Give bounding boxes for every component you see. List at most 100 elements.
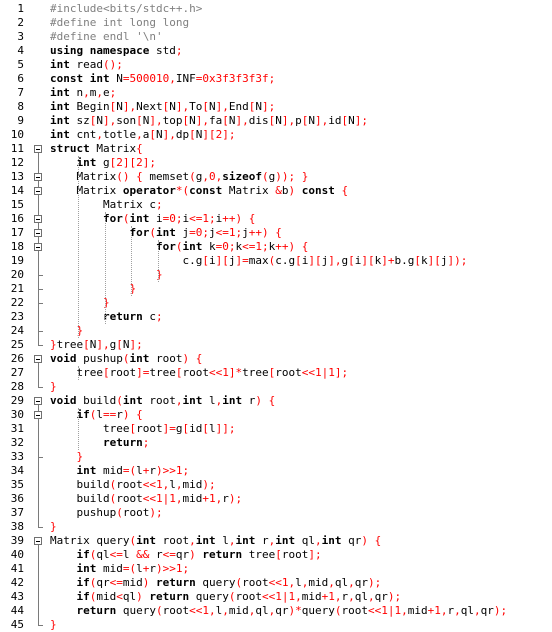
- code-line[interactable]: if(l==r) {: [76, 408, 143, 421]
- code-line[interactable]: using namespace std;: [50, 44, 183, 57]
- code-line[interactable]: Matrix c;: [50, 198, 163, 211]
- line-number: 1: [17, 2, 24, 15]
- code-line[interactable]: return query(root<<1,l,mid,ql,qr)*query(…: [76, 604, 508, 617]
- fold-end-tick: [38, 527, 43, 528]
- code-line[interactable]: int cnt,totle,a[N],dp[N][2];: [50, 128, 236, 141]
- line-number: 41: [10, 562, 24, 575]
- code-line[interactable]: for(int k=0;k<=1;k++) {: [155, 240, 309, 253]
- code-line[interactable]: }: [155, 268, 163, 281]
- indent-guide: [104, 212, 106, 324]
- line-number: 14: [10, 184, 24, 197]
- code-line[interactable]: for(int j=0;j<=1;j++) {: [129, 226, 282, 239]
- code-line[interactable]: int mid=(l+r)>>1;: [76, 464, 190, 477]
- code-line[interactable]: int sz[N],son[N],top[N],fa[N],dis[N],p[N…: [50, 114, 368, 127]
- line-number: 42: [10, 576, 24, 589]
- fold-toggle-icon[interactable]: [34, 355, 42, 363]
- line-number: 11: [10, 142, 24, 155]
- indent-guide: [78, 408, 80, 450]
- code-line[interactable]: const int N=500010,INF=0x3f3f3f3f;: [50, 72, 276, 85]
- line-number: 21: [10, 282, 24, 295]
- fold-toggle-icon[interactable]: [34, 397, 42, 405]
- code-line[interactable]: Matrix operator*(const Matrix &b) const …: [50, 184, 349, 197]
- code-line[interactable]: c.g[i][j]=max(c.g[i][j],g[i][k]+b.g[k][j…: [50, 254, 468, 267]
- code-line[interactable]: if(ql<=l && r<=qr) return tree[root];: [76, 548, 322, 561]
- code-line[interactable]: }: [102, 296, 110, 309]
- code-line[interactable]: for(int i=0;i<=1;i++) {: [102, 212, 256, 225]
- code-line[interactable]: }: [76, 324, 84, 337]
- code-line[interactable]: build(root<<1|1,mid+1,r);: [50, 492, 243, 505]
- line-number: 6: [17, 72, 24, 85]
- line-number: 20: [10, 268, 24, 281]
- line-number: 30: [10, 408, 24, 421]
- line-number: 26: [10, 352, 24, 365]
- fold-toggle-icon[interactable]: [34, 411, 42, 419]
- line-number: 38: [10, 520, 24, 533]
- code-line[interactable]: int Begin[N],Next[N],To[N],End[N];: [50, 100, 276, 113]
- code-line[interactable]: if(mid<ql) return query(root<<1|1,mid+1,…: [76, 590, 402, 603]
- code-line[interactable]: int read();: [50, 58, 123, 71]
- fold-margin[interactable]: [30, 0, 47, 630]
- code-line[interactable]: pushup(root);: [50, 506, 163, 519]
- fold-toggle-icon[interactable]: [34, 537, 42, 545]
- code-line[interactable]: tree[root]=tree[root<<1]*tree[root<<1|1]…: [50, 366, 349, 379]
- fold-end-tick: [38, 289, 43, 290]
- line-number: 28: [10, 380, 24, 393]
- fold-toggle-icon[interactable]: [34, 229, 42, 237]
- line-number: 17: [10, 226, 24, 239]
- line-number: 24: [10, 324, 24, 337]
- line-number: 34: [10, 464, 24, 477]
- code-line[interactable]: int n,m,e;: [50, 86, 117, 99]
- line-number: 16: [10, 212, 24, 225]
- code-line[interactable]: }tree[N],g[N];: [50, 338, 143, 351]
- line-number: 29: [10, 394, 24, 407]
- line-number: 18: [10, 240, 24, 253]
- line-number: 32: [10, 436, 24, 449]
- line-number: 40: [10, 548, 24, 561]
- line-number: 10: [10, 128, 24, 141]
- line-number: 22: [10, 296, 24, 309]
- fold-end-tick: [38, 625, 43, 626]
- line-number: 25: [10, 338, 24, 351]
- code-area[interactable]: #include<bits/stdc++.h>#define int long …: [50, 0, 552, 631]
- code-line[interactable]: #define int long long: [50, 16, 190, 29]
- code-line[interactable]: }: [76, 450, 84, 463]
- code-line[interactable]: int mid=(l+r)>>1;: [76, 562, 190, 575]
- indent-guide: [78, 366, 80, 380]
- line-number: 15: [10, 198, 24, 211]
- fold-end-tick: [38, 457, 43, 458]
- code-line[interactable]: return c;: [102, 310, 163, 323]
- code-line[interactable]: void pushup(int root) {: [50, 352, 203, 365]
- code-line[interactable]: return;: [102, 436, 150, 449]
- code-line[interactable]: }: [50, 520, 57, 533]
- line-number: 45: [10, 618, 24, 631]
- code-line[interactable]: }: [50, 618, 57, 631]
- fold-end-tick: [38, 387, 43, 388]
- fold-line: [38, 405, 39, 527]
- code-line[interactable]: #define endl '\n': [50, 30, 163, 43]
- code-line[interactable]: Matrix query(int root,int l,int r,int ql…: [50, 534, 382, 547]
- code-line[interactable]: build(root<<1,l,mid);: [50, 478, 216, 491]
- line-number: 4: [17, 44, 24, 57]
- line-number: 43: [10, 590, 24, 603]
- fold-line: [38, 545, 39, 625]
- fold-toggle-icon[interactable]: [34, 243, 42, 251]
- code-line[interactable]: tree[root]=g[id[l]];: [50, 422, 236, 435]
- code-line[interactable]: if(qr<=mid) return query(root<<1,l,mid,q…: [76, 576, 382, 589]
- code-line[interactable]: #include<bits/stdc++.h>: [50, 2, 203, 15]
- code-line[interactable]: void build(int root,int l,int r) {: [50, 394, 276, 407]
- code-line[interactable]: }: [129, 282, 137, 295]
- fold-toggle-icon[interactable]: [34, 145, 42, 153]
- line-number: 39: [10, 534, 24, 547]
- fold-toggle-icon[interactable]: [34, 187, 42, 195]
- fold-toggle-icon[interactable]: [34, 173, 42, 181]
- fold-toggle-icon[interactable]: [34, 215, 42, 223]
- code-line[interactable]: struct Matrix{: [50, 142, 143, 155]
- code-line[interactable]: Matrix() { memset(g,0,sizeof(g)); }: [50, 170, 309, 183]
- code-line[interactable]: int g[2][2];: [76, 156, 157, 169]
- line-number: 23: [10, 310, 24, 323]
- code-line[interactable]: }: [50, 380, 57, 393]
- line-number: 7: [17, 86, 24, 99]
- fold-line: [38, 419, 39, 457]
